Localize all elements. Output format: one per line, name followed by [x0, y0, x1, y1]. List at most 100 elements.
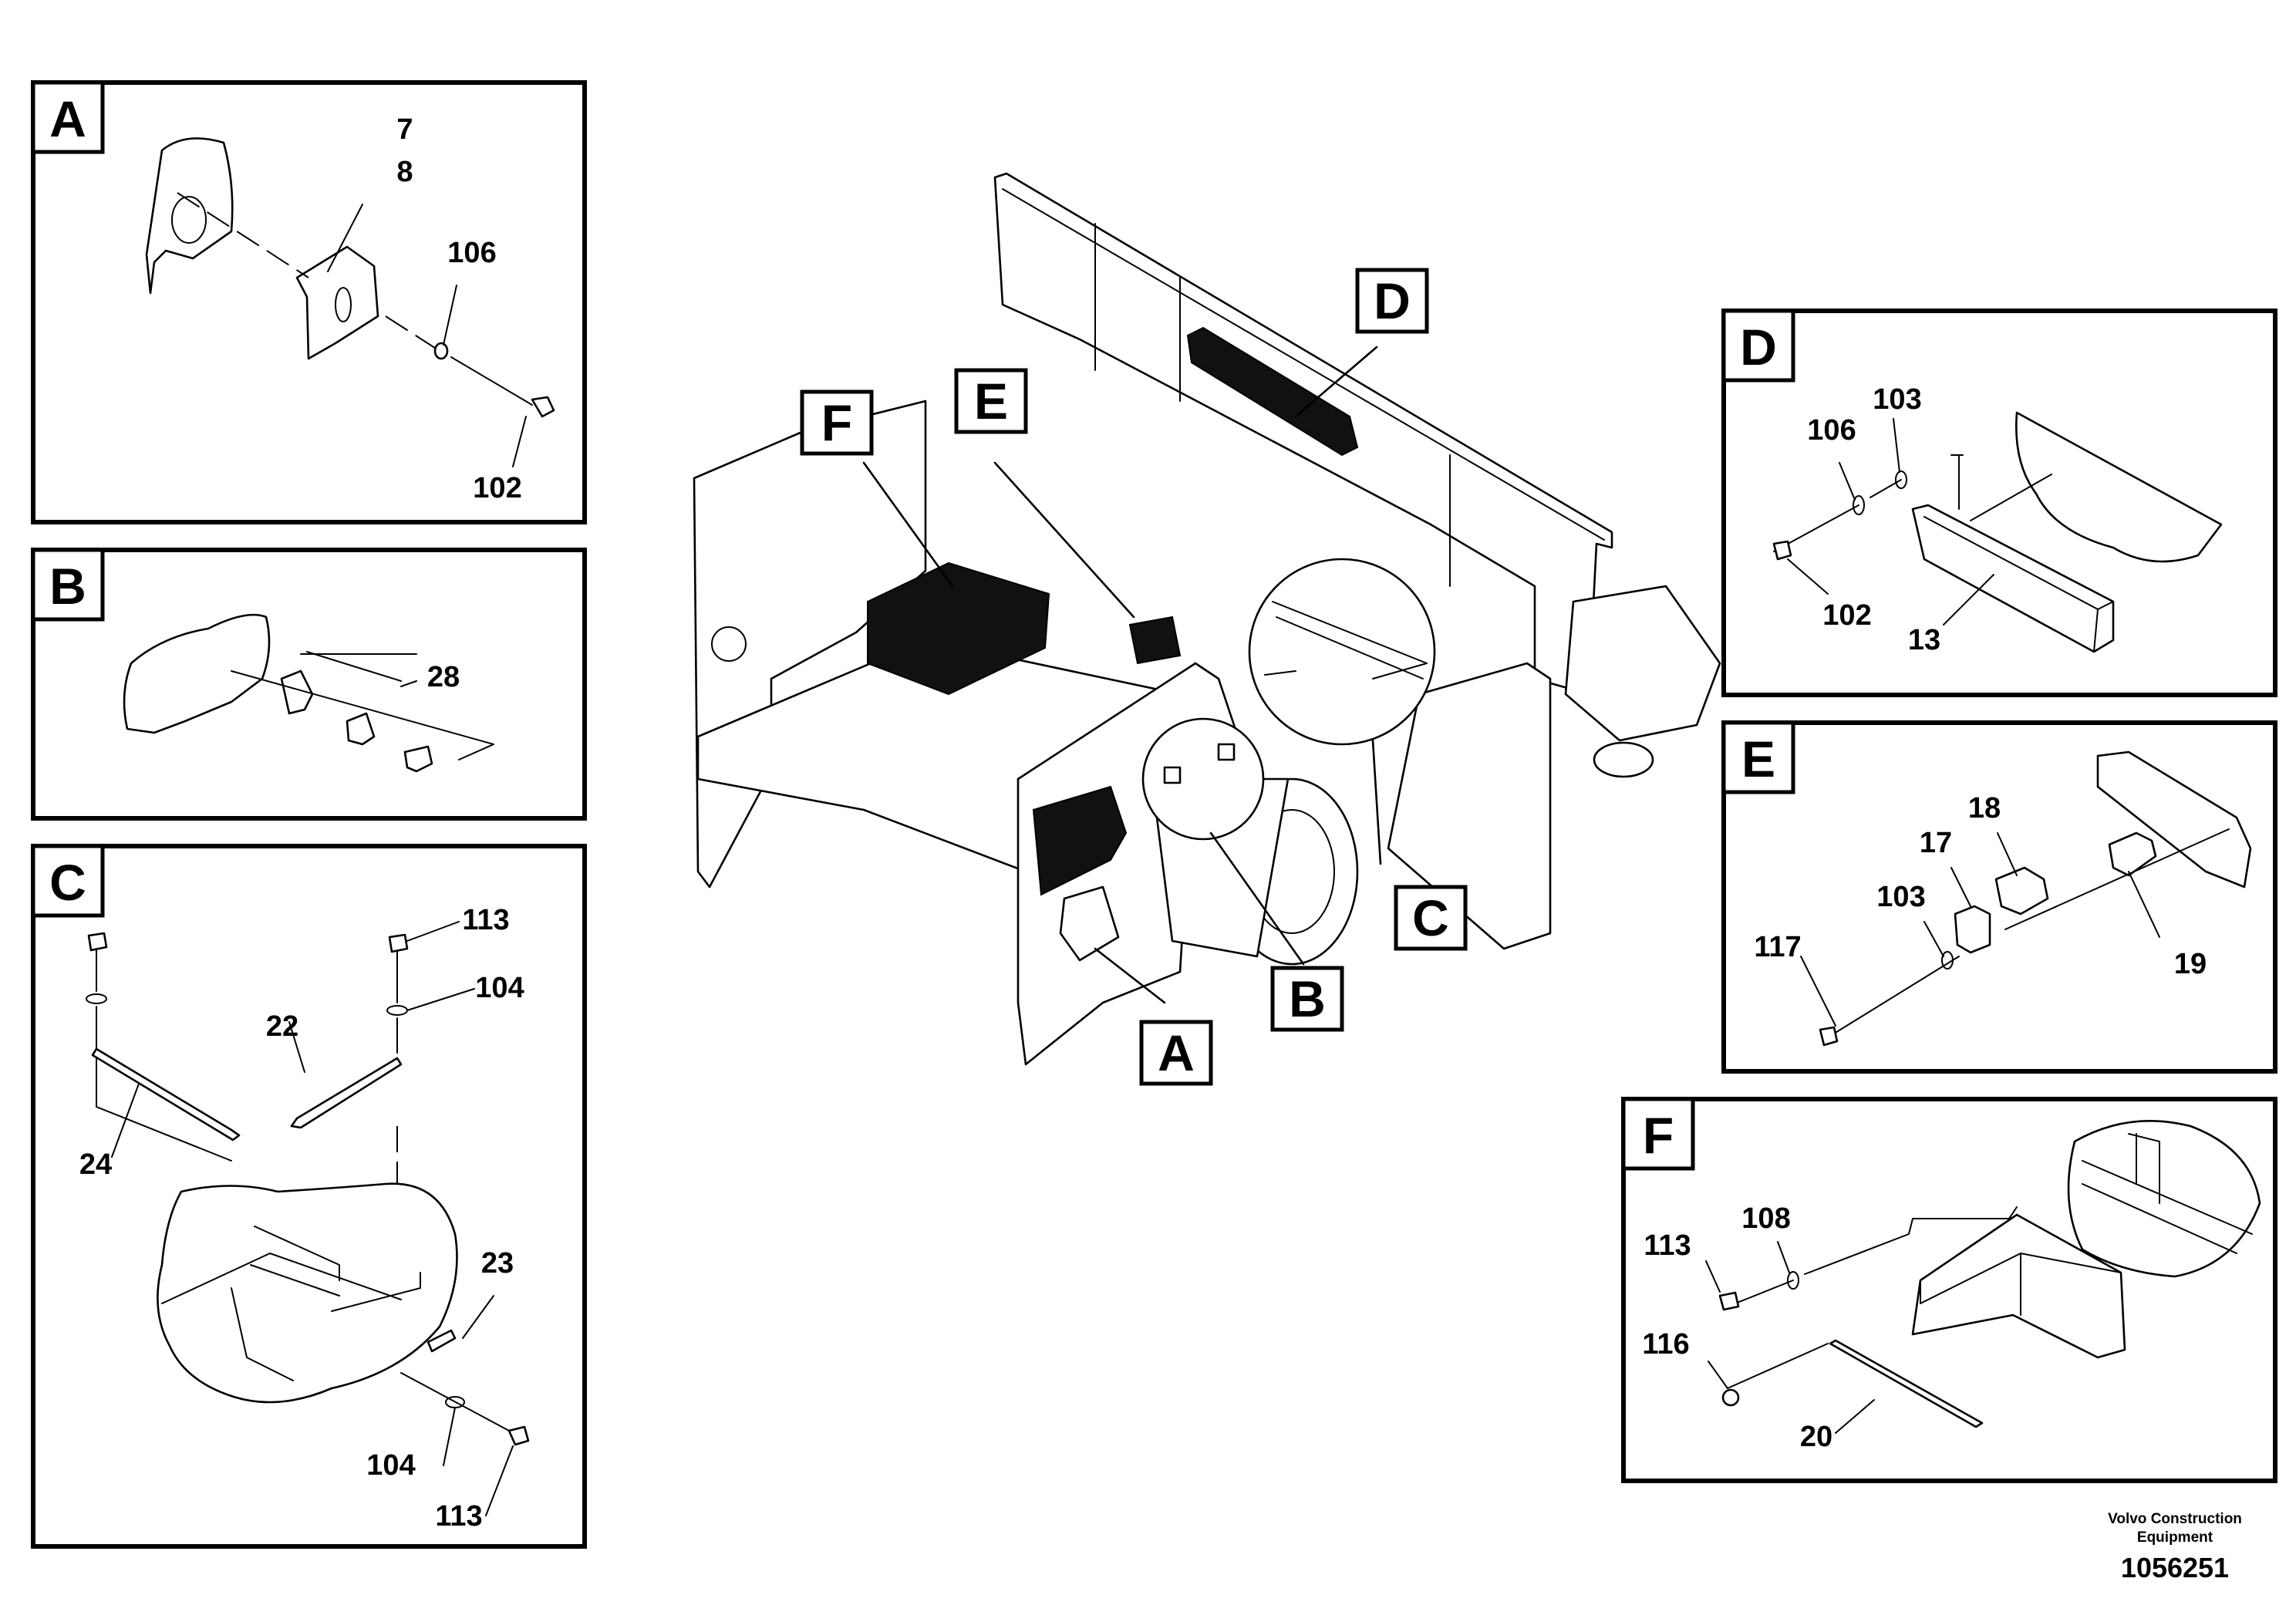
- main-zoom-b-clip-2: [1217, 743, 1236, 761]
- panel-c-spacer-23: [426, 1329, 457, 1353]
- panel-f-letter: F: [1643, 1107, 1674, 1164]
- panel-c-callout-3: 22: [266, 1010, 298, 1043]
- panel-d-leaders: [1787, 418, 1994, 626]
- panel-a-letter: A: [49, 90, 86, 147]
- panel-f-cover-fold: [1920, 1253, 2122, 1316]
- main-connector-e: [1128, 615, 1182, 665]
- main-lifting-eye: [1593, 741, 1654, 778]
- main-tag-f: F: [800, 389, 874, 456]
- main-tag-c-box: [1394, 885, 1468, 951]
- main-tag-d-letter: D: [1374, 272, 1411, 329]
- main-left-wall-hole: [711, 626, 747, 662]
- panel-a-bolt: [531, 396, 555, 418]
- panel-b-leader: [400, 680, 417, 687]
- panel-d-callout-3: 102: [1822, 599, 1871, 632]
- panel-f-bolt-113: [1718, 1291, 1740, 1311]
- panel-f-inset-details: [2082, 1133, 2253, 1254]
- panel-c-mount: [157, 1182, 458, 1404]
- footer: Volvo Construction Equipment 1056251: [2108, 1511, 2242, 1583]
- panel-a-leaders: [327, 204, 527, 467]
- panel-f-tag-box: [1621, 1097, 1695, 1171]
- panel-c-bolt-lower: [507, 1425, 530, 1446]
- main-tag-c: C: [1394, 885, 1468, 951]
- panel-f-leaders: [1705, 1241, 1875, 1434]
- panel-e-callout-3: 103: [1876, 881, 1925, 913]
- main-cover-f: [867, 561, 1050, 696]
- panel-c-callout-4: 24: [79, 1148, 112, 1181]
- main-plate-a: [1059, 885, 1120, 962]
- panel-a: A 7 8 106 102: [31, 80, 587, 524]
- panel-d-washer-106: [1853, 495, 1865, 515]
- panel-a-callout-3: 106: [447, 237, 496, 269]
- panel-d-callout-2: 106: [1807, 414, 1856, 447]
- panel-e-letter: E: [1741, 730, 1775, 787]
- panel-c-mount-details: [161, 1226, 421, 1381]
- main-tag-f-box: [800, 389, 874, 456]
- panel-a-centerline: [177, 192, 440, 352]
- main-right-box: [1564, 585, 1721, 742]
- panel-a-axis: [450, 356, 533, 406]
- panel-d-bolt-102: [1772, 540, 1792, 561]
- panel-a-plate: [145, 137, 234, 295]
- panel-b-fastener: [403, 745, 433, 773]
- panel-a-bracket-slot: [335, 287, 352, 322]
- main-tag-d-box: [1355, 268, 1429, 334]
- panel-f-callout-4: 20: [1800, 1421, 1832, 1453]
- panel-d-mount: [2015, 411, 2223, 563]
- main-tag-f-letter: F: [821, 394, 852, 451]
- panel-f-rod-20: [1829, 1339, 1984, 1428]
- main-tag-b-letter: B: [1289, 970, 1326, 1027]
- panel-f: F 108 113 116 20: [1621, 1097, 2277, 1483]
- panel-a-plate-hole: [171, 196, 207, 244]
- main-tag-d: D: [1355, 268, 1429, 334]
- panel-d-bar-edges: [1923, 516, 2114, 653]
- panel-e-callout-1: 18: [1968, 792, 2001, 824]
- panel-b-letter: B: [49, 558, 86, 615]
- panel-d-frame: [1721, 309, 2277, 697]
- panel-f-nut-116: [1721, 1388, 1740, 1407]
- panel-b-frame: [31, 548, 587, 821]
- panel-e-callout-4: 117: [1754, 931, 1801, 963]
- panel-e-washer-103: [1941, 951, 1954, 969]
- panel-c-rod-22: [290, 1057, 403, 1129]
- panel-d-letter: D: [1740, 319, 1777, 376]
- main-frame-view: D E F C B A: [693, 172, 1721, 1086]
- panel-f-washer-108: [1787, 1271, 1799, 1290]
- panel-c-letter: C: [49, 854, 86, 911]
- main-zoom-b-clip-1: [1163, 766, 1182, 784]
- panel-b: B 28: [31, 548, 587, 821]
- panel-e-callout-5: 19: [2174, 948, 2207, 980]
- panel-e-axis: [1827, 828, 2230, 1038]
- panel-c-rod-24: [91, 1047, 241, 1141]
- main-right-frame: [1387, 662, 1552, 950]
- footer-drawing-number: 1056251: [2121, 1552, 2229, 1583]
- main-tag-e-box: [954, 368, 1028, 434]
- panel-a-bracket: [295, 245, 379, 360]
- panel-f-inset-view: [2067, 1120, 2261, 1278]
- panel-d-tag-box: [1721, 309, 1795, 383]
- panel-c-washer-left: [86, 993, 107, 1004]
- main-tag-c-letter: C: [1412, 889, 1449, 946]
- panel-d: D 103 106 102 13: [1721, 309, 2277, 697]
- main-tag-a-box: [1139, 1020, 1213, 1086]
- panel-d-washer-103: [1895, 470, 1907, 489]
- panel-e-clip-17: [1954, 905, 1991, 954]
- panel-e-bolt-117: [1819, 1026, 1839, 1047]
- panel-b-clip-1: [280, 669, 314, 715]
- main-rear-wall-ribs: [1002, 188, 1605, 587]
- main-tag-e: E: [954, 368, 1028, 434]
- main-tag-b: B: [1270, 966, 1344, 1032]
- panel-a-callout-4: 102: [473, 472, 521, 504]
- panel-a-washer: [433, 342, 449, 360]
- panel-f-cover: [1911, 1213, 2126, 1359]
- main-tag-a: A: [1139, 1020, 1213, 1086]
- panel-b-clip-2: [346, 712, 376, 746]
- panel-f-axis: [1727, 1206, 2018, 1389]
- panel-c-bolt-right: [388, 933, 409, 953]
- panel-d-callout-1: 103: [1873, 383, 1921, 416]
- panel-b-callout-1: 28: [427, 661, 460, 693]
- panel-b-plate: [123, 613, 271, 734]
- main-cover-a: [1032, 785, 1128, 896]
- panel-c-axis-left: [96, 949, 232, 1162]
